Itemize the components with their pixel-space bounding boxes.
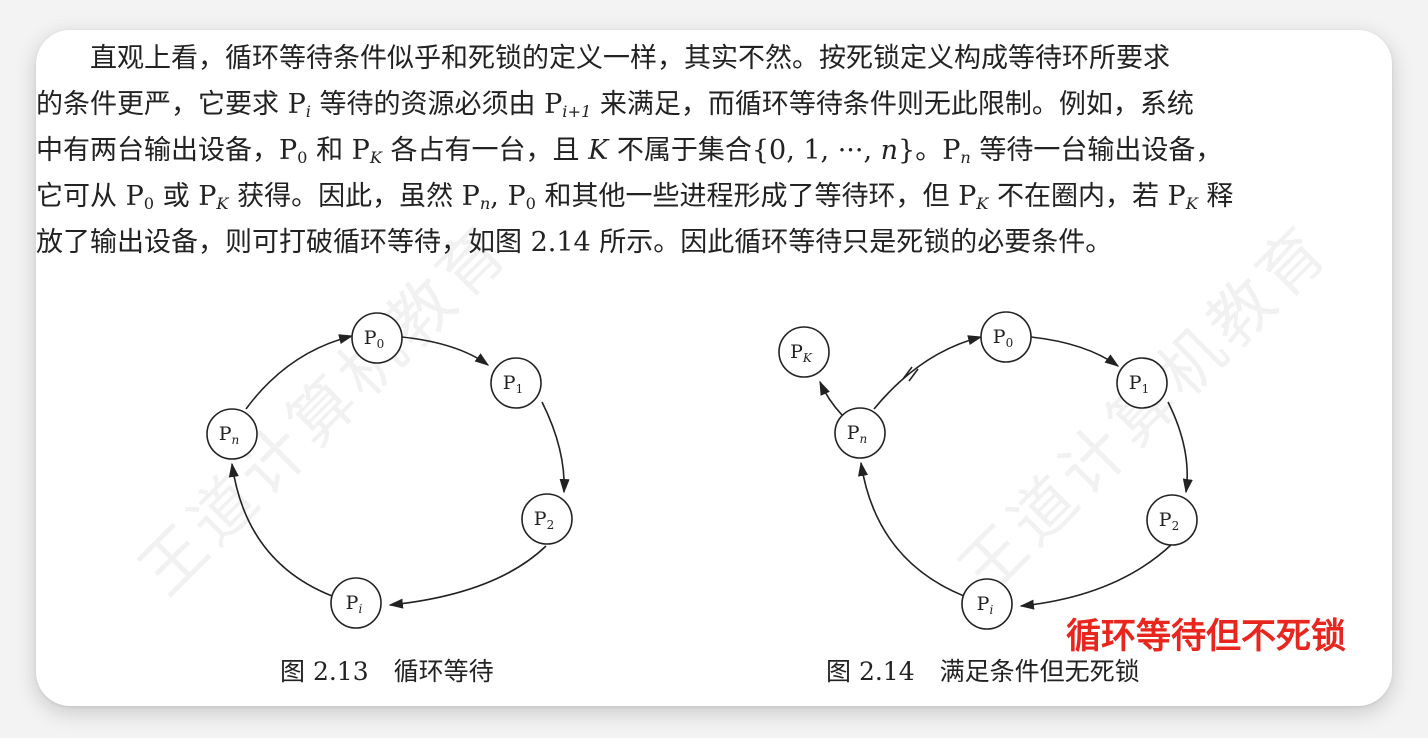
node-p0	[351, 312, 403, 364]
paragraph-line-2: 的条件更严，它要求 Pi 等待的资源必须由 Pi+1 来满足，而循环等待条件则无…	[36, 89, 1194, 122]
break-mark-2	[908, 368, 919, 382]
node-p1	[1116, 357, 1168, 409]
document-card: 王道计算机教育 王道计算机教育 直观上看，循环等待条件似乎和死锁的定义一样，其实…	[36, 30, 1392, 706]
edge-pn-p0	[873, 335, 983, 410]
node-p1-label: P1	[1129, 372, 1149, 396]
node-p0-label: P0	[993, 326, 1013, 350]
edge-p0-p1	[401, 336, 490, 366]
node-p2	[521, 493, 573, 545]
break-mark-1	[902, 366, 913, 380]
node-p2	[1146, 494, 1198, 546]
edge-pn-p0	[245, 334, 354, 410]
figure-2-13-caption: 图 2.13 循环等待	[280, 657, 494, 686]
node-pn	[834, 407, 886, 459]
edge-p2-pi	[1019, 544, 1172, 610]
node-p0-label: P0	[364, 327, 384, 351]
figures-diagram: P0 P1 P2 Pi Pn PK P0 P1 P2 Pi Pn	[206, 311, 1198, 630]
node-pi	[961, 578, 1013, 630]
edge-pi-pn	[858, 461, 965, 597]
edge-p0-p1	[1030, 336, 1120, 367]
paragraph-line-3: 中有两台输出设备，P0 和 PK 各占有一台，且 K 不属于集合{0, 1, ·…	[36, 135, 1223, 168]
node-pk-label: PK	[790, 341, 813, 365]
edge-pi-pn	[228, 462, 333, 597]
node-p1-label: P1	[503, 372, 523, 396]
edge-p1-p2	[1167, 401, 1193, 494]
node-p2-label: P2	[534, 508, 554, 532]
node-pi-label: Pi	[346, 592, 363, 616]
node-p1	[490, 357, 542, 409]
paragraph-line-4: 它可从 P0 或 PK 获得。因此，虽然 Pn, P0 和其他一些进程形成了等待…	[36, 181, 1234, 214]
figure-2-14-caption: 图 2.14 满足条件但无死锁	[826, 657, 1140, 686]
node-pi	[330, 577, 382, 629]
edge-p2-pi	[388, 545, 547, 609]
edge-p1-p2	[541, 401, 570, 494]
figure-2-13	[206, 312, 573, 629]
node-p0	[980, 311, 1032, 363]
node-pn	[206, 408, 258, 460]
node-pk	[778, 326, 830, 378]
paragraph-line-1: 直观上看，循环等待条件似乎和死锁的定义一样，其实不然。按死锁定义构成等待环所要求	[36, 43, 1170, 74]
node-p2-label: P2	[1159, 509, 1179, 533]
figure-2-14	[778, 311, 1198, 630]
node-pn-label: Pn	[219, 423, 240, 447]
edge-pn-pk	[819, 380, 843, 416]
paragraph-line-5: 放了输出设备，则可打破循环等待，如图 2.14 所示。因此循环等待只是死锁的必要…	[36, 227, 1113, 258]
red-annotation: 循环等待但不死锁	[1066, 617, 1347, 657]
node-pi-label: Pi	[977, 593, 994, 617]
node-pn-label: Pn	[847, 422, 868, 446]
